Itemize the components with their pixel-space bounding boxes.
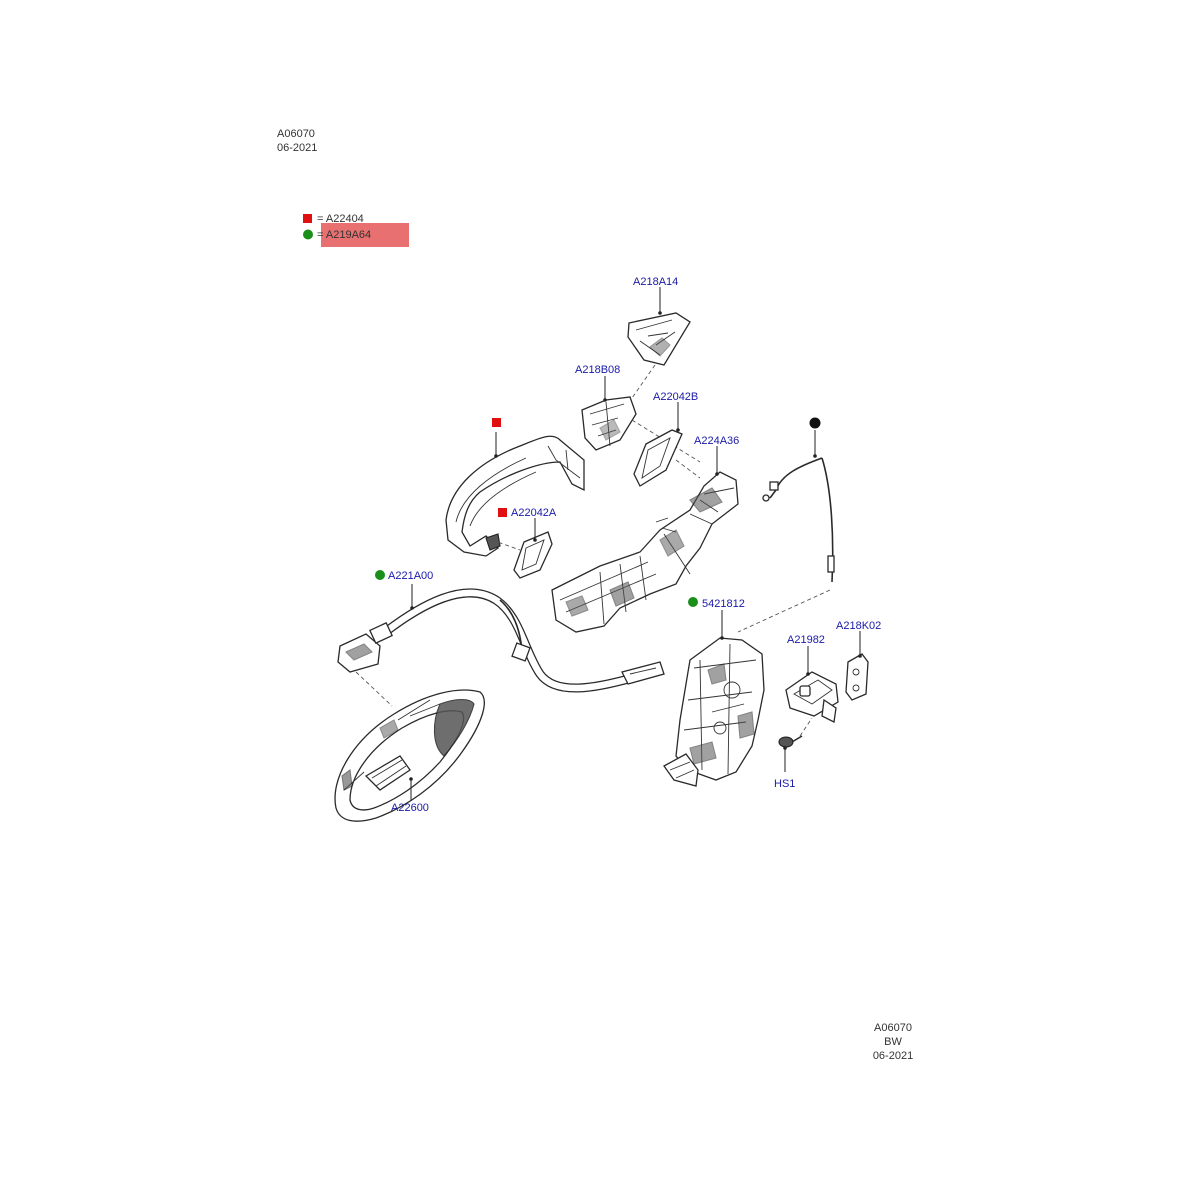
header-diagram-code: A06070	[277, 128, 315, 140]
header-date: 06-2021	[277, 142, 317, 154]
green-circle-marker-icon	[303, 229, 313, 240]
part-A22042B[interactable]	[633, 429, 683, 487]
footer-date: 06-2021	[873, 1050, 913, 1062]
legend: = A22404 = A219A64	[303, 213, 409, 247]
legend-red-text: = A22404	[317, 213, 364, 225]
green-circle-marker-icon	[688, 597, 698, 607]
part-A21982[interactable]	[785, 671, 839, 723]
callout-A22042A[interactable]: A22042A	[511, 507, 557, 519]
part-HS1[interactable]	[778, 735, 803, 748]
part-release-cable[interactable]	[762, 457, 835, 583]
legend-green-text: = A219A64	[317, 229, 371, 241]
part-A218B08[interactable]	[581, 396, 637, 451]
part-A218K02[interactable]	[845, 653, 869, 701]
red-square-marker-icon	[303, 214, 312, 223]
part-5421812[interactable]	[663, 637, 765, 787]
callout-A221A00[interactable]: A221A00	[388, 570, 433, 582]
red-square-marker-icon	[498, 508, 507, 517]
part-A218A14[interactable]	[627, 312, 691, 366]
callout-A21982[interactable]: A21982	[787, 634, 825, 646]
callout-A218B08[interactable]: A218B08	[575, 364, 620, 376]
callout-A22042B[interactable]: A22042B	[653, 391, 698, 403]
callout-A218K02[interactable]: A218K02	[836, 620, 881, 632]
part-A22600[interactable]	[334, 689, 485, 822]
callout-A218A14[interactable]: A218A14	[633, 276, 678, 288]
legend-highlight	[321, 223, 409, 247]
footer-diagram-code: A06070	[874, 1022, 912, 1034]
green-circle-marker-icon	[375, 570, 385, 580]
callout-5421812[interactable]: 5421812	[702, 598, 745, 610]
callout-A224A36[interactable]: A224A36	[694, 435, 739, 447]
red-square-marker-icon	[492, 418, 501, 427]
part-A224A36[interactable]	[551, 471, 739, 633]
callout-HS1[interactable]: HS1	[774, 778, 795, 790]
footer-variant: BW	[884, 1036, 902, 1048]
part-outer-door-handle[interactable]	[445, 435, 585, 557]
callout-A22600[interactable]: A22600	[391, 802, 429, 814]
part-A22042A[interactable]	[513, 531, 553, 579]
black-circle-marker-icon	[809, 417, 821, 429]
part-A221A00[interactable]	[337, 588, 665, 693]
